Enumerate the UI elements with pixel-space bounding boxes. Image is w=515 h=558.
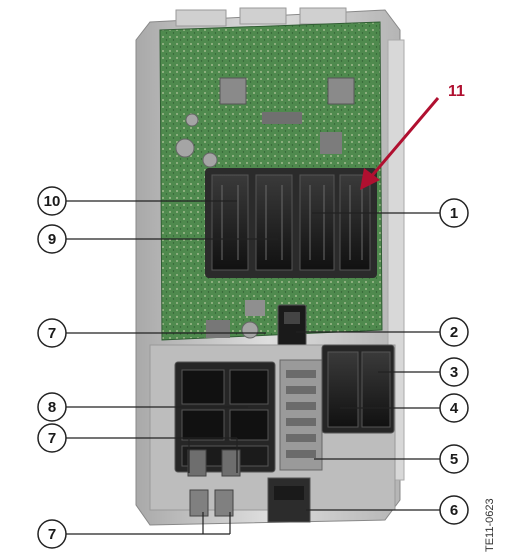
callout-1: 1 <box>439 198 469 228</box>
fuse-strip <box>279 359 323 471</box>
callout-7-lower: 7 <box>37 519 67 549</box>
callout-7-middle: 7 <box>37 423 67 453</box>
callout-7-upper: 7 <box>37 318 67 348</box>
callout-8: 8 <box>37 392 67 422</box>
callout-7-lower-label: 7 <box>48 526 56 543</box>
bottom-connector <box>267 477 311 523</box>
leader-lines <box>66 200 440 535</box>
callout-9-label: 9 <box>48 231 56 248</box>
callout-9: 9 <box>37 224 67 254</box>
callout-1-label: 1 <box>450 205 458 222</box>
callout-4-label: 4 <box>450 400 459 417</box>
lower-relays <box>187 449 241 517</box>
pointer-label: 11 <box>448 83 465 100</box>
upper-connector-block <box>205 168 377 278</box>
callout-4: 4 <box>439 393 469 423</box>
middle-connector <box>277 304 307 356</box>
callout-3-label: 3 <box>450 364 458 381</box>
callout-6-label: 6 <box>450 502 458 519</box>
figure-id: TE11-0623 <box>484 498 496 552</box>
pointer-arrow <box>360 97 440 190</box>
callout-10: 10 <box>37 186 67 216</box>
callout-2-label: 2 <box>450 324 458 341</box>
callout-5-label: 5 <box>450 451 458 468</box>
callout-8-label: 8 <box>48 399 56 416</box>
callout-3: 3 <box>439 357 469 387</box>
callout-7-upper-label: 7 <box>48 325 56 342</box>
callout-10-label: 10 <box>44 193 61 210</box>
right-connector-block <box>321 344 395 434</box>
callout-7-middle-label: 7 <box>48 430 56 447</box>
callout-5: 5 <box>439 444 469 474</box>
callout-2: 2 <box>439 317 469 347</box>
callout-6: 6 <box>439 495 469 525</box>
